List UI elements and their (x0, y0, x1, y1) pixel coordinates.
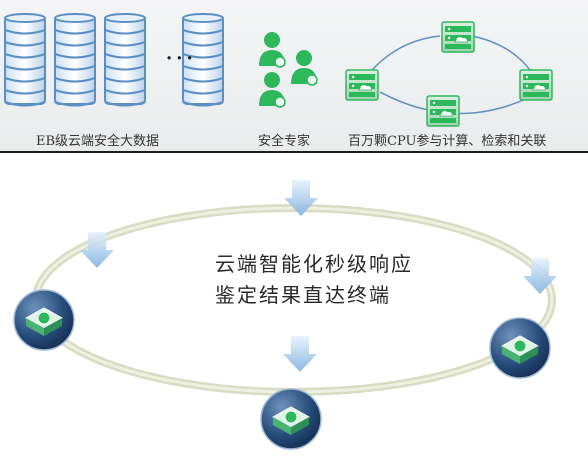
cpu-cluster (345, 21, 553, 127)
server-3-icon (519, 69, 553, 101)
endpoint-node-bottom-icon (260, 388, 322, 450)
expert-2-icon (291, 50, 318, 86)
security-expert-icons (259, 32, 318, 108)
endpoint-node-left-icon (13, 289, 75, 351)
expert-3-icon (259, 72, 286, 108)
database-stack-2-icon (54, 13, 96, 107)
server-4-icon (426, 95, 460, 127)
caption-experts: 安全专家 (258, 134, 311, 149)
arrow-down-bottom-icon (283, 336, 317, 372)
caption-big-data: EB级云端安全大数据 (36, 134, 160, 149)
caption-cpu: 百万颗CPU参与计算、检索和关联 (348, 134, 547, 149)
center-text-line1: 云端智能化秒级响应 (215, 252, 413, 276)
server-1-icon (441, 21, 475, 53)
database-stack-1-icon (4, 13, 46, 107)
panel-divider (0, 151, 588, 153)
database-stack-3-icon (104, 13, 146, 107)
expert-1-icon (259, 32, 286, 68)
center-text-line2: 鉴定结果直达终端 (215, 283, 391, 307)
server-2-icon (345, 69, 379, 101)
endpoint-node-right-icon (489, 317, 551, 379)
ellipsis-text: ··· (165, 44, 196, 74)
